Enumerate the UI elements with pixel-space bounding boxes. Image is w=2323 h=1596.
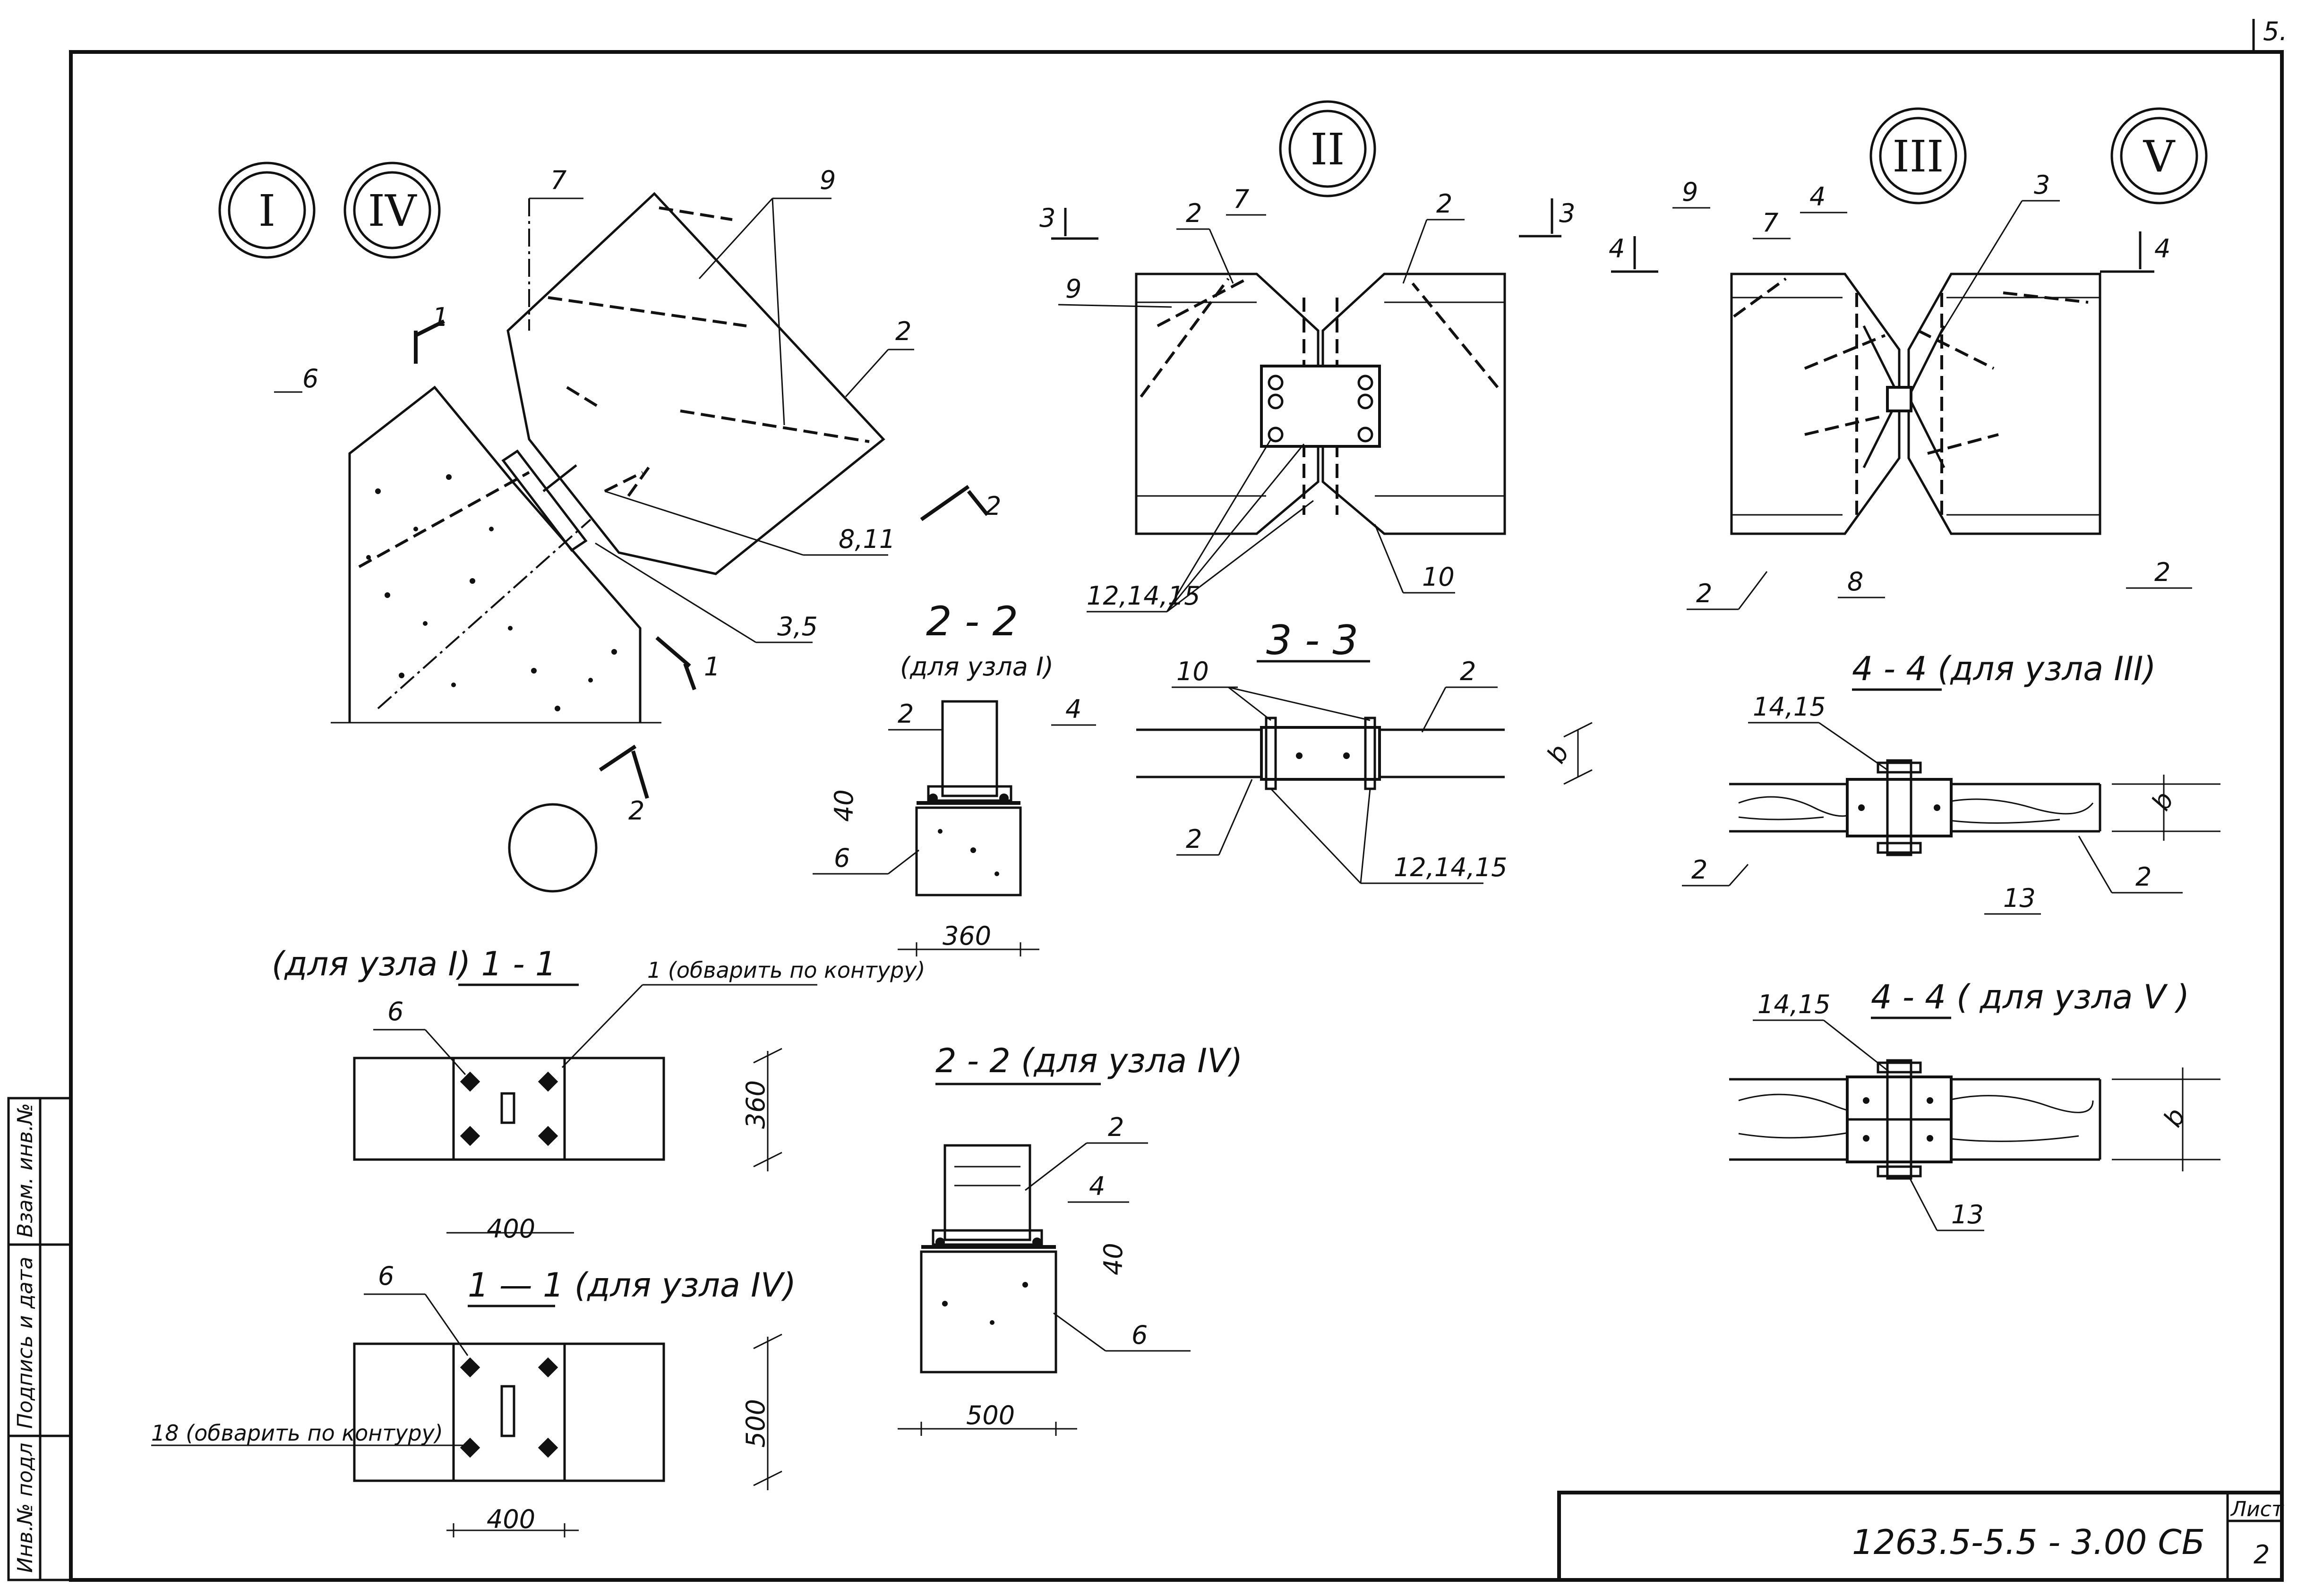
pos-label-10-s33: 10 — [1176, 657, 1209, 686]
dim-360-v: 360 — [741, 1080, 771, 1129]
pos-label-7: 7 — [550, 165, 566, 195]
cut-mark-1a: 1 — [432, 302, 448, 332]
node-ii-view: 3 3 2 7 2 9 12,14,15 10 — [1039, 184, 1575, 613]
svg-text:I: I — [258, 186, 275, 236]
pos-label-2-n2a: 2 — [1186, 198, 1202, 228]
dim-b-n5: b — [2158, 1103, 2192, 1132]
section-2-2-node-iv: 2 - 2 (для узла IV) 2 4 40 6 500 — [898, 1041, 1243, 1436]
node-iii-view: 4 4 9 7 4 3 2 8 2 — [1609, 170, 2192, 610]
section-3-3: 3 - 3 10 2 2 12,14,15 b — [1136, 617, 1593, 884]
cut-mark-2b: 2 — [628, 796, 644, 826]
pos-label-2-n3b: 2 — [2154, 557, 2170, 587]
dim-400-a: 400 — [487, 1214, 535, 1244]
pos-label-2-n2b: 2 — [1436, 189, 1452, 219]
pos-label-4-s22: 4 — [1065, 694, 1081, 724]
pos-label-4-s22b: 4 — [1089, 1171, 1105, 1201]
pos-label-2-s22b: 2 — [1108, 1112, 1124, 1142]
weld-note-1: 1 (обварить по контуру) — [647, 957, 926, 983]
sheet-number: 2 — [2254, 1540, 2270, 1570]
section-title-1-1-node-iv: 1 — 1 (для узла IV) — [468, 1266, 796, 1305]
section-4-4-node-iii: 4 - 4 (для узла III) b 14,15 2 13 2 — [1682, 649, 2220, 915]
section-title-3-3: 3 - 3 — [1266, 617, 1358, 664]
pos-label-13-n3: 13 — [2003, 883, 2036, 913]
sheet-frame — [69, 50, 2284, 1582]
section-title-2-2-node-iv: 2 - 2 (для узла IV) — [935, 1041, 1243, 1080]
title-block: 1263.5-5.5 - 3.00 СБ Лист 2 — [1557, 1491, 2284, 1582]
pos-label-6: 6 — [302, 364, 318, 393]
stamp-signature-date: Подпись и дата — [13, 1257, 37, 1429]
pos-label-2: 2 — [895, 316, 911, 346]
section-title-1-1-node-i: (для узла I) 1 - 1 — [272, 945, 556, 983]
pos-label-2-n3a: 2 — [1696, 579, 1712, 608]
section-title-4-4-node-v: 4 - 4 ( для узла V ) — [1871, 978, 2189, 1016]
node-badge-i: I — [218, 162, 316, 259]
stamp-inventory: Инв.№ подл — [13, 1442, 37, 1573]
svg-text:III: III — [1892, 131, 1944, 182]
node-badge-ii: II — [1279, 100, 1376, 197]
pos-label-2-s33a: 2 — [1460, 657, 1476, 686]
cut-mark-1b: 1 — [704, 652, 720, 682]
cut-mark-2a: 2 — [985, 491, 1001, 521]
pos-label-1415-n3: 14,15 — [1753, 692, 1826, 722]
pos-label-4-n3: 4 — [1809, 182, 1826, 212]
cut-mark-3a: 3 — [1039, 203, 1055, 233]
svg-text:V: V — [2143, 131, 2176, 182]
section-title-2-2: 2 - 2 — [926, 598, 1018, 645]
section-1-1-node-i: (для узла I) 1 - 1 1 (обварить по контур… — [272, 945, 926, 1244]
node-badge-v: V — [2110, 107, 2208, 205]
document-code: 1263.5-5.5 - 3.00 СБ — [1852, 1522, 2205, 1562]
sheet-label: Лист — [2230, 1497, 2284, 1521]
pos-label-9: 9 — [820, 165, 836, 195]
dim-b-n3: b — [2146, 786, 2180, 815]
svg-text:IV: IV — [368, 186, 417, 236]
cut-mark-3b: 3 — [1559, 198, 1575, 228]
dim-400-b: 400 — [487, 1504, 535, 1534]
section-2-2-node-i: 2 - 2 (для узла I) 2 4 6 40 360 — [813, 598, 1096, 956]
pos-label-1415-n5: 14,15 — [1757, 990, 1831, 1019]
pos-label-2-44a: 2 — [1691, 855, 1707, 885]
node-badge-iii: III — [1869, 107, 1967, 205]
dim-500-v: 500 — [741, 1399, 771, 1448]
pos-label-2-s33b: 2 — [1186, 824, 1202, 854]
pos-label-6-s22b: 6 — [1131, 1320, 1148, 1350]
dim-b-s33: b — [1541, 739, 1575, 768]
pos-label-811: 8,11 — [839, 524, 895, 554]
pos-label-6-s22: 6 — [834, 843, 850, 873]
pos-label-35: 3,5 — [777, 612, 818, 641]
pos-label-7-n2: 7 — [1233, 184, 1249, 214]
pos-label-10-n2: 10 — [1422, 562, 1455, 592]
section-subtitle-2-2: (для узла I) — [900, 652, 1054, 682]
pos-label-9-n3: 9 — [1682, 177, 1698, 207]
pos-label-121415-n2: 12,14,15 — [1087, 581, 1200, 611]
section-title-4-4-node-iii: 4 - 4 (для узла III) — [1852, 649, 2156, 688]
node-badge-iv: IV — [343, 162, 441, 259]
dim-40-b: 40 — [1098, 1243, 1128, 1275]
pos-label-7-n3: 7 — [1762, 208, 1778, 238]
pos-label-2-s22: 2 — [898, 699, 914, 729]
pos-label-6-s11a: 6 — [387, 997, 403, 1026]
side-stamp: Взам. инв.№ Подпись и дата Инв.№ подл — [7, 1097, 72, 1581]
pos-label-13-n5: 13 — [1951, 1200, 1984, 1229]
stamp-replacement: Взам. инв.№ — [13, 1103, 37, 1238]
cut-mark-4b: 4 — [2154, 234, 2170, 264]
section-4-4-node-v: 4 - 4 ( для узла V ) 14,15 b 13 — [1729, 978, 2220, 1231]
corner-mark: 5. — [2263, 17, 2288, 46]
pos-label-9-n2: 9 — [1065, 274, 1081, 304]
pos-label-3-n3: 3 — [2034, 170, 2050, 200]
weld-note-18: 18 (обварить по контуру) — [151, 1420, 443, 1446]
dim-500-h: 500 — [966, 1400, 1015, 1430]
section-1-1-node-iv: 6 1 — 1 (для узла IV) 18 (обварить по ко… — [151, 1261, 796, 1537]
pos-label-2-44b: 2 — [2135, 862, 2152, 892]
dim-40-a: 40 — [829, 789, 859, 822]
pos-label-8-n3: 8 — [1847, 567, 1863, 597]
dim-360-h: 360 — [943, 921, 991, 951]
svg-text:II: II — [1311, 124, 1345, 175]
pos-label-6-s11b: 6 — [378, 1261, 394, 1291]
cut-mark-4a: 4 — [1609, 234, 1625, 264]
round-symbol — [508, 803, 598, 893]
node-i-iv-view: 7 9 2 6 8,11 3,5 1 1 2 2 — [274, 165, 1001, 826]
pos-label-121415-s33: 12,14,15 — [1394, 853, 1507, 882]
